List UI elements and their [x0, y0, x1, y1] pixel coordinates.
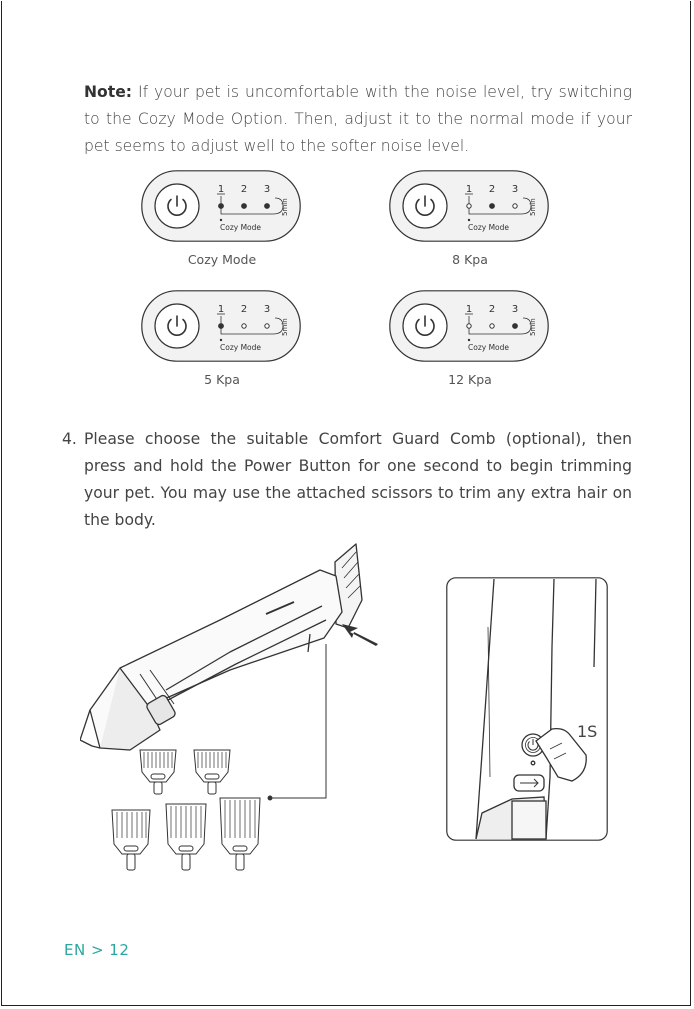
level-track: [468, 196, 532, 215]
level-number-3: 3: [512, 304, 518, 315]
level-number-1: 1: [218, 184, 224, 195]
level-indicator-2: [241, 203, 247, 209]
level-track: [220, 196, 284, 215]
level-track: [220, 316, 284, 335]
level-indicator-3: [264, 323, 270, 329]
page-number: EN > 12: [64, 941, 130, 959]
level-number-2: 2: [489, 184, 495, 195]
timer-label: 5min: [281, 318, 289, 336]
cozy-indicator: [219, 218, 223, 222]
level-number-2: 2: [241, 304, 247, 315]
level-indicator-1: [218, 203, 224, 209]
timer-label: 5min: [529, 198, 537, 216]
level-number-1: 1: [218, 304, 224, 315]
timer-label: 5min: [529, 318, 537, 336]
cozy-mode-label: Cozy Mode: [220, 343, 261, 352]
timer-label: 5min: [281, 198, 289, 216]
note-label: Note:: [84, 82, 133, 101]
level-number-3: 3: [264, 304, 270, 315]
level-number-1: 1: [466, 184, 472, 195]
level-indicator-1: [466, 203, 472, 209]
panel-caption-12kpa: 12 Kpa: [448, 372, 492, 387]
step-number: 4.: [62, 430, 77, 448]
level-indicator-1: [218, 323, 224, 329]
note-paragraph: Note: If your pet is uncomfortable with …: [84, 79, 632, 160]
level-indicator-3: [512, 323, 518, 329]
level-indicator-3: [512, 203, 518, 209]
trimmer-illustration: [80, 543, 378, 871]
note-text: If your pet is uncomfortable with the no…: [84, 82, 632, 155]
level-number-3: 3: [264, 184, 270, 195]
level-track: [468, 316, 532, 335]
level-indicator-1: [466, 323, 472, 329]
hold-duration-label: 1S: [577, 722, 598, 741]
level-indicator-3: [264, 203, 270, 209]
cozy-indicator: [467, 338, 471, 342]
power-icon: [167, 195, 187, 217]
cozy-mode-label: Cozy Mode: [468, 223, 509, 232]
cozy-mode-label: Cozy Mode: [220, 223, 261, 232]
power-button-detail: 1S: [446, 577, 608, 841]
level-number-1: 1: [466, 304, 472, 315]
step-4: 4. Please choose the suitable Comfort Gu…: [62, 426, 632, 534]
panel-caption-cozy-mode: Cozy Mode: [187, 252, 257, 267]
power-icon: [167, 315, 187, 337]
level-number-2: 2: [489, 304, 495, 315]
panel-caption-5kpa: 5 Kpa: [204, 372, 240, 387]
cozy-indicator: [467, 218, 471, 222]
level-indicator-2: [489, 323, 495, 329]
panel-caption-8kpa: 8 Kpa: [452, 252, 488, 267]
level-indicator-2: [489, 203, 495, 209]
power-button-detail-drawing: [446, 577, 608, 841]
cozy-mode-label: Cozy Mode: [468, 343, 509, 352]
level-indicator-2: [241, 323, 247, 329]
power-icon: [415, 195, 435, 217]
cozy-indicator: [219, 338, 223, 342]
step-text: Please choose the suitable Comfort Guard…: [84, 430, 632, 529]
level-number-3: 3: [512, 184, 518, 195]
power-icon: [415, 315, 435, 337]
level-number-2: 2: [241, 184, 247, 195]
